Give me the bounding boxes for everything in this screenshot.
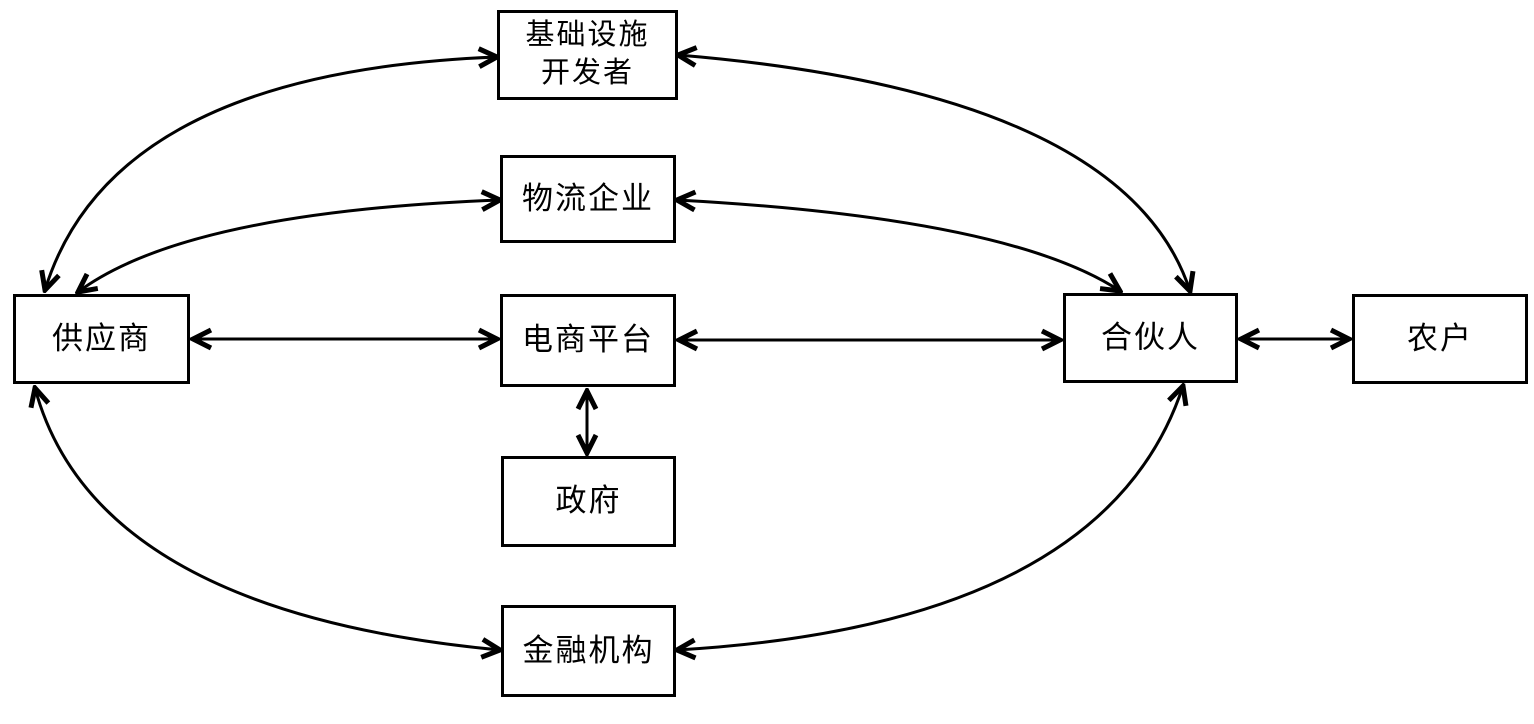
edge-supplier-finance <box>35 388 500 650</box>
node-infrastructure-developer-label-line1: 基础设施 <box>525 19 650 52</box>
node-supplier: 供应商 <box>13 294 190 384</box>
node-partner: 合伙人 <box>1063 293 1238 383</box>
node-government-label: 政府 <box>555 483 622 519</box>
node-farmer: 农户 <box>1352 294 1528 384</box>
edge-partner-finance <box>677 386 1183 650</box>
node-infrastructure-developer-label-line2: 开发者 <box>540 57 634 89</box>
node-ecommerce-platform-label: 电商平台 <box>522 322 654 358</box>
node-partner-label: 合伙人 <box>1101 319 1200 355</box>
node-ecommerce-platform: 电商平台 <box>500 294 676 387</box>
node-farmer-label: 农户 <box>1407 320 1473 356</box>
edge-partner-logistics <box>677 200 1120 291</box>
node-government: 政府 <box>501 456 676 547</box>
node-logistics-company: 物流企业 <box>500 155 676 243</box>
edge-supplier-infrastructure <box>45 57 497 290</box>
node-logistics-company-label: 物流企业 <box>522 180 654 216</box>
node-financial-institution-label: 金融机构 <box>522 632 655 668</box>
node-infrastructure-developer: 基础设施 开发者 <box>497 10 678 100</box>
node-supplier-label: 供应商 <box>52 320 151 356</box>
edge-partner-infrastructure <box>678 55 1190 291</box>
edge-supplier-logistics <box>78 200 500 292</box>
node-financial-institution: 金融机构 <box>501 605 676 697</box>
